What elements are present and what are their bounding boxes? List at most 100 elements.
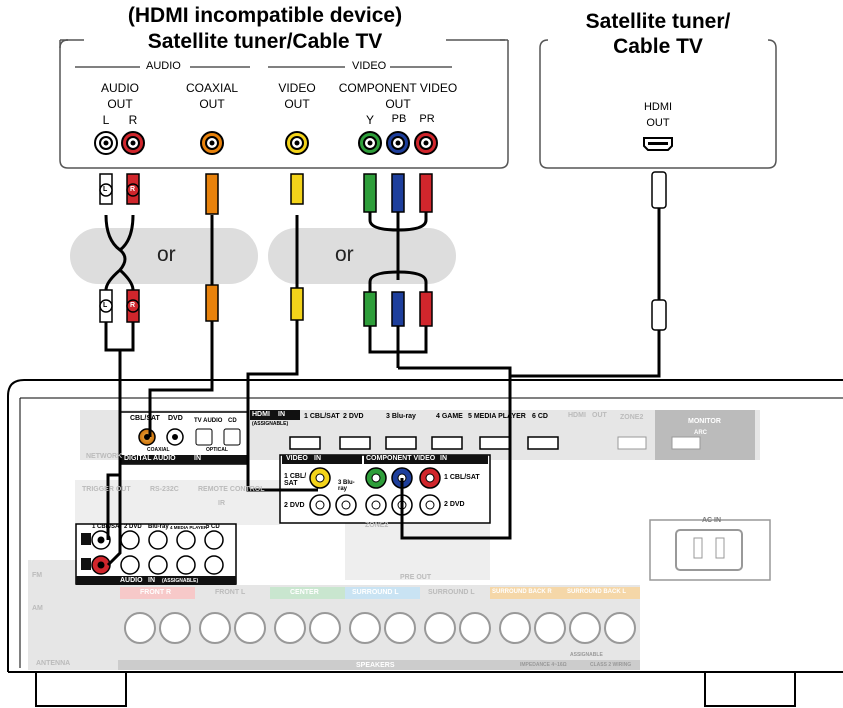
audio-out-label-2: OUT xyxy=(107,97,133,111)
audio-in-2: 2 DVD xyxy=(124,524,142,530)
or-label-right: or xyxy=(335,243,354,266)
hdmi-out-rcv-label: HDMI xyxy=(568,412,586,419)
coaxial-out-label-1: COAXIAL xyxy=(185,81,239,95)
spk-center: CENTER xyxy=(290,589,319,596)
jack-audio-l xyxy=(94,131,118,155)
video-in-2: 2 DVD xyxy=(284,502,305,509)
component-out-label-2: OUT xyxy=(385,97,411,111)
assignable-spk-label: ASSIGNABLE xyxy=(570,652,603,658)
video-in-1: 1 CBL/ SAT xyxy=(284,473,307,487)
digital-cd: CD xyxy=(228,418,237,424)
hdmi-input-1: 1 CBL/SAT xyxy=(304,413,340,420)
label-y: Y xyxy=(365,113,374,127)
audio-in-1: 1 CBL/SAT xyxy=(92,524,123,530)
left-device-title-1: (HDMI incompatible device) xyxy=(127,4,403,27)
audio-in-assignable: (ASSIGNABLE) xyxy=(162,578,199,584)
hdmi-in-label: HDMI xyxy=(252,411,270,418)
plug-label-l-top: L xyxy=(103,186,108,193)
digital-dvd: DVD xyxy=(168,415,183,422)
hdmi-out-port xyxy=(643,137,673,151)
network-label: NETWORK xyxy=(86,453,123,460)
class2-label: CLASS 2 WIRING xyxy=(590,662,632,668)
component-in-tag: IN xyxy=(440,455,447,462)
am-label: AM xyxy=(32,605,43,612)
jack-comp-pr xyxy=(414,131,438,155)
or-label-left: or xyxy=(157,243,176,266)
coaxial-out-label-2: OUT xyxy=(199,97,225,111)
spk-sb-r: SURROUND BACK R xyxy=(492,589,552,595)
digital-coaxial: COAXIAL xyxy=(147,447,170,453)
jack-coaxial xyxy=(200,131,224,155)
spk-surround-l: SURROUND L xyxy=(352,589,399,596)
cables-bottom xyxy=(104,320,661,567)
speakers-label: SPEAKERS xyxy=(356,662,395,669)
audio-in-media: 4 MEDIA PLAYER xyxy=(170,525,208,530)
plug-label-l-bottom: L xyxy=(103,302,108,309)
label-pb: PB xyxy=(391,113,407,125)
right-device-title-1: Satellite tuner/ xyxy=(585,10,731,33)
digital-optical: OPTICAL xyxy=(206,447,228,453)
right-device-title-2: Cable TV xyxy=(548,35,768,59)
video-out-label-1: VIDEO xyxy=(278,81,316,95)
receiver xyxy=(7,379,843,707)
group-video-label: VIDEO xyxy=(352,60,387,72)
video-in-label: VIDEO xyxy=(286,455,308,462)
monitor-label: MONITOR xyxy=(688,418,721,425)
left-device-title-2: Satellite tuner/Cable TV xyxy=(84,30,446,54)
label-r: R xyxy=(128,113,138,127)
component-in-1: 1 CBL/SAT xyxy=(444,474,480,481)
jack-audio-r xyxy=(121,131,145,155)
digital-audio-tag: IN xyxy=(194,455,201,462)
remote-control-label: REMOTE CONTROL xyxy=(198,486,265,493)
audio-in-label: AUDIO xyxy=(120,577,143,584)
arc-label: ARC xyxy=(694,430,707,436)
hdmi-input-5: 5 MEDIA PLAYER xyxy=(468,413,526,420)
spk-surround-l2: SURROUND L xyxy=(428,589,475,596)
video-in-tag: IN xyxy=(314,455,321,462)
rs232c-label: RS-232C xyxy=(150,486,179,493)
zone2-pre-label: ZONE2 xyxy=(365,522,389,529)
jack-comp-y xyxy=(358,131,382,155)
audio-out-label-1: AUDIO xyxy=(100,81,139,95)
plug-label-r-bottom: R xyxy=(130,302,136,309)
digital-audio-label: DIGITAL AUDIO xyxy=(124,455,176,462)
impedance-label: IMPEDANCE 4~16Ω xyxy=(520,662,567,668)
plugs-bottom xyxy=(99,284,667,331)
ac-in-label: AC IN xyxy=(702,517,722,524)
plugs-top xyxy=(99,171,667,215)
component-in-label: COMPONENT VIDEO xyxy=(366,455,436,462)
hdmi-input-6: 6 CD xyxy=(532,413,548,420)
digital-tv-audio: TV AUDIO xyxy=(194,418,223,424)
ir-label: IR xyxy=(218,500,225,507)
hdmi-input-2: 2 DVD xyxy=(343,413,364,420)
hdmi-assignable: (ASSIGNABLE) xyxy=(252,421,289,427)
component-out-label-1: COMPONENT VIDEO xyxy=(338,81,458,95)
audio-in-tag: IN xyxy=(148,577,155,584)
trigger-out-label: TRIGGER OUT xyxy=(82,486,131,493)
antenna-label: ANTENNA xyxy=(36,660,71,667)
plug-label-r-top: R xyxy=(130,186,136,193)
right-device xyxy=(539,39,777,169)
pre-out-label: PRE OUT xyxy=(400,574,432,581)
fm-label: FM xyxy=(32,572,43,579)
cables-top xyxy=(104,208,661,300)
audio-in-cd: 5 CD xyxy=(206,524,220,530)
spk-sb-l: SURROUND BACK L xyxy=(567,589,626,595)
group-audio-label: AUDIO xyxy=(146,60,181,72)
hdmi-out-label-1: HDMI xyxy=(643,101,673,113)
or-band-right xyxy=(268,228,456,284)
hdmi-in-tag: IN xyxy=(278,411,285,418)
component-in-2: 2 DVD xyxy=(444,501,465,508)
label-pr: PR xyxy=(419,113,435,125)
digital-cbl-sat: CBL/SAT xyxy=(130,415,160,422)
video-out-label-2: OUT xyxy=(284,97,310,111)
label-l: L xyxy=(102,113,110,127)
hdmi-out-label-2: OUT xyxy=(646,117,670,129)
jack-comp-pb xyxy=(386,131,410,155)
hdmi-input-3: 3 Blu-ray xyxy=(386,413,416,420)
spk-front-r: FRONT R xyxy=(140,589,172,596)
jack-video xyxy=(285,131,309,155)
spk-front-l: FRONT L xyxy=(215,589,246,596)
hdmi-out-rcv-tag: OUT xyxy=(592,412,607,419)
